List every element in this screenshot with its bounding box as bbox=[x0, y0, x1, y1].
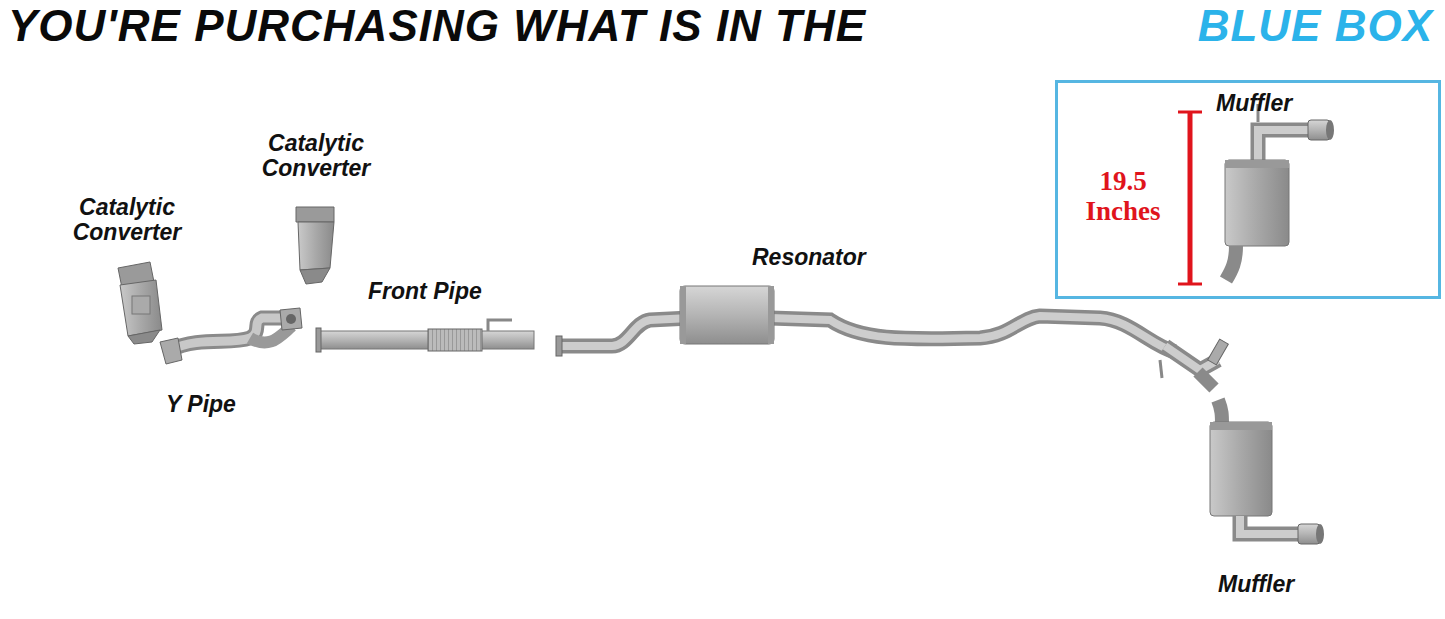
front-pipe bbox=[316, 320, 534, 352]
part-label: Y Pipe bbox=[166, 392, 236, 417]
intermediate-pipe bbox=[556, 316, 1228, 388]
part-label: Catalytic Converter bbox=[52, 195, 202, 246]
page-title: YOU'RE PURCHASING WHAT IS IN THE bbox=[8, 2, 866, 50]
muffler-product bbox=[1225, 104, 1334, 280]
part-label: Muffler bbox=[1216, 91, 1292, 116]
part-label: Muffler bbox=[1218, 572, 1294, 597]
part-label: Catalytic Converter bbox=[236, 131, 396, 182]
catalytic-converter-right bbox=[296, 207, 334, 284]
part-label: Front Pipe bbox=[368, 279, 482, 304]
dimension-label: 19.5 Inches bbox=[1064, 167, 1182, 226]
title-highlight: BLUE BOX bbox=[1198, 2, 1433, 50]
muffler-lower bbox=[1210, 400, 1324, 544]
part-label: Resonator bbox=[752, 245, 866, 270]
y-pipe bbox=[160, 308, 302, 364]
catalytic-converter-left bbox=[118, 262, 162, 344]
blue-box: Muffler 19.5 Inches bbox=[1055, 80, 1441, 299]
dimension-line bbox=[1178, 112, 1202, 284]
resonator bbox=[680, 286, 774, 344]
